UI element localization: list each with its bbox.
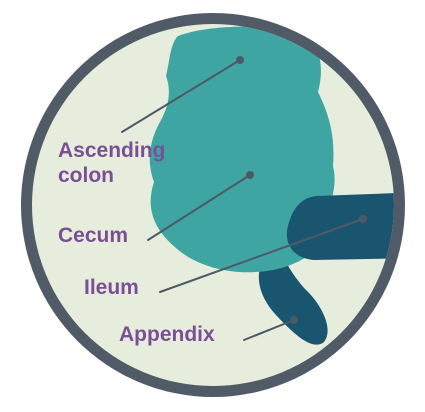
label-cecum: Cecum [58, 224, 128, 247]
label-ileum: Ileum [84, 276, 139, 299]
label-ascending-colon-line2: colon [58, 164, 114, 187]
pointer-dot-appendix [290, 316, 298, 324]
label-ascending-colon-line1: Ascending [58, 139, 165, 162]
pointer-dot-ileum [359, 215, 367, 223]
label-appendix: Appendix [119, 323, 215, 346]
pointer-dot-ascending-colon [236, 56, 244, 64]
pointer-dot-cecum [246, 171, 254, 179]
